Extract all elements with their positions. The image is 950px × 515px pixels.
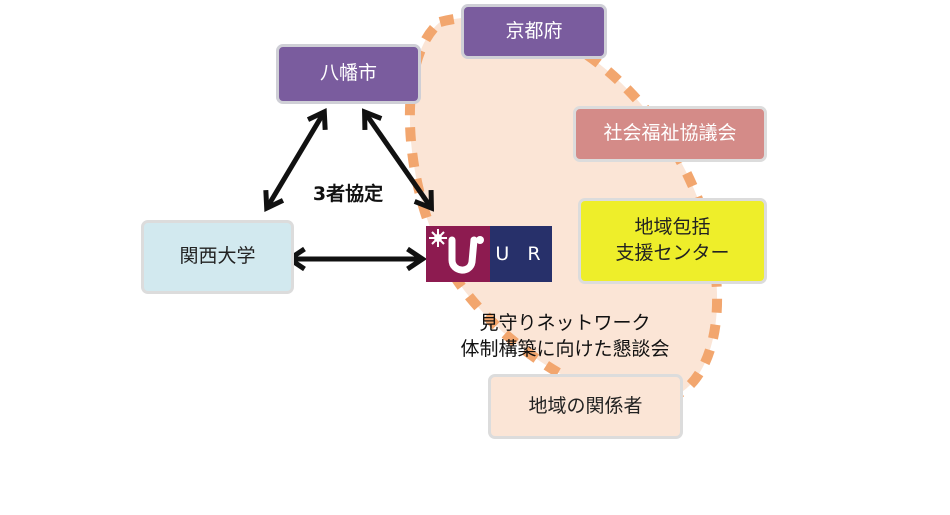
- arrow-yawata-kansai: [263, 107, 328, 213]
- label-conference: 見守りネットワーク 体制構築に向けた懇談会: [430, 311, 700, 362]
- ur-logo-mark: [426, 226, 490, 282]
- ur-mark-icon: [429, 229, 484, 274]
- node-kansai-label: 関西大学: [179, 245, 256, 268]
- node-shakyo: 社会福祉協議会: [573, 106, 767, 162]
- node-yawata-label: 八幡市: [319, 62, 377, 85]
- node-ur-logo: U R: [426, 226, 552, 282]
- node-kyoto: 京都府: [461, 4, 607, 59]
- ur-logo-text: U R: [490, 226, 552, 282]
- node-chiiki-houkatsu-line1: 地域包括: [634, 216, 711, 239]
- node-local-stakeholders-label: 地域の関係者: [528, 394, 643, 417]
- node-chiiki-houkatsu-line2: 支援センター: [615, 242, 730, 264]
- node-kansai: 関西大学: [141, 220, 294, 294]
- node-kyoto-label: 京都府: [505, 19, 563, 42]
- label-conference-line1: 見守りネットワーク: [479, 312, 651, 334]
- node-local-stakeholders: 地域の関係者: [488, 374, 683, 439]
- label-agreement: 3者協定: [312, 183, 384, 205]
- node-yawata: 八幡市: [276, 44, 421, 104]
- arrow-yawata-ur: [361, 108, 435, 212]
- node-chiiki-houkatsu: 地域包括 支援センター: [578, 198, 767, 284]
- node-shakyo-label: 社会福祉協議会: [603, 122, 737, 145]
- label-conference-line2: 体制構築に向けた懇談会: [460, 337, 670, 360]
